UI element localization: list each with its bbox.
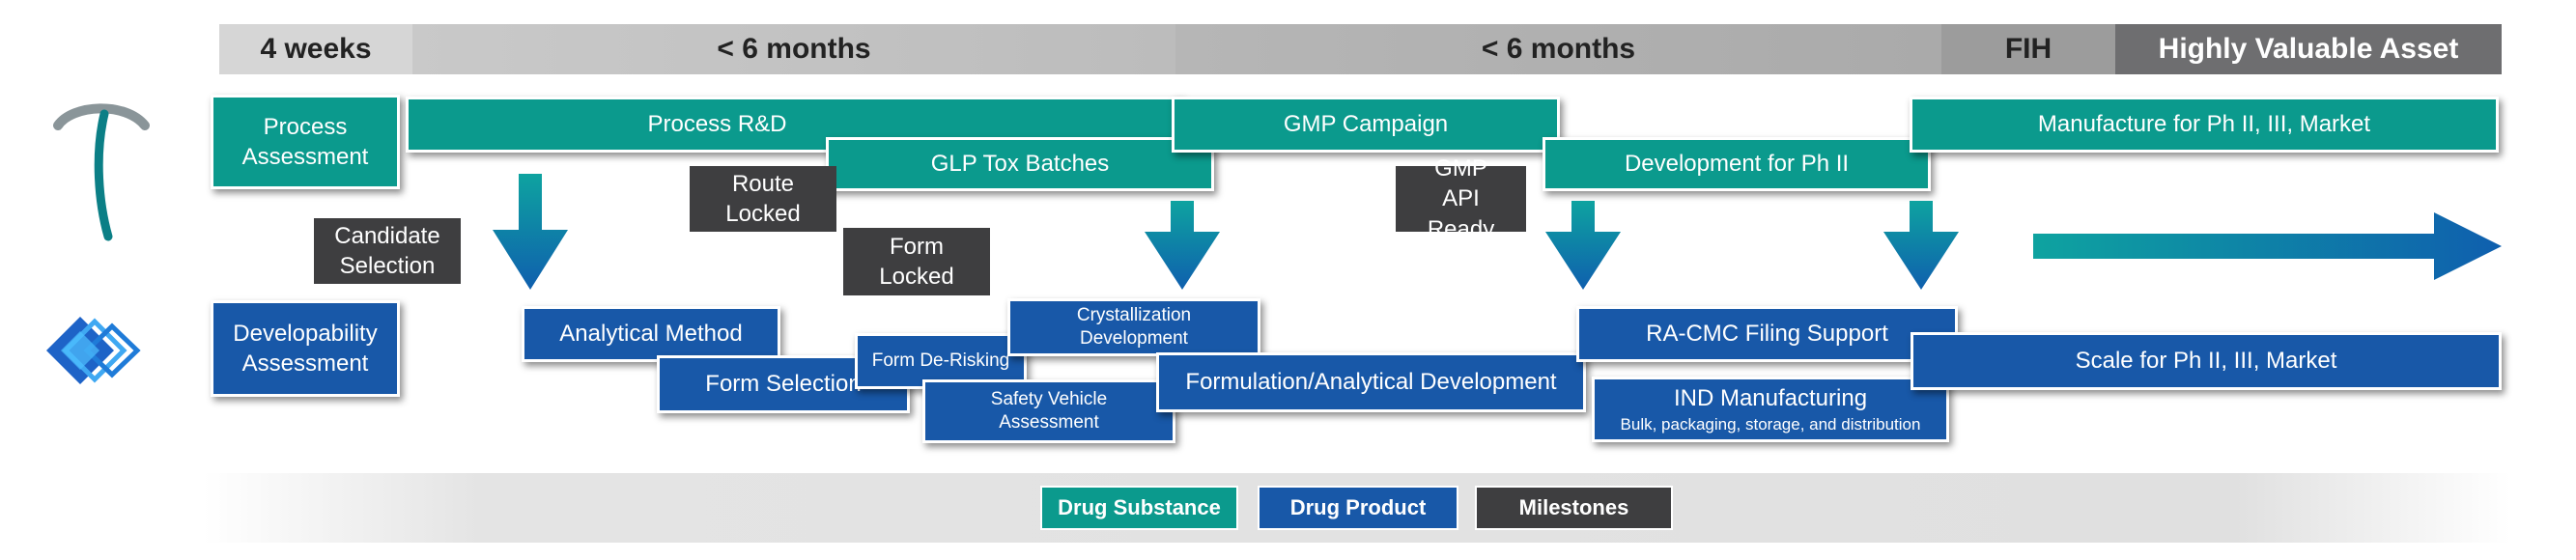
- legend-milestones: Milestones: [1475, 486, 1673, 530]
- process-rd-label: Process R&D: [647, 111, 787, 138]
- gmp-campaign-bar: GMP Campaign: [1172, 97, 1560, 153]
- drug-product-logo: [46, 317, 141, 384]
- ind-manufacturing-sublabel: Bulk, packaging, storage, and distributi…: [1620, 414, 1921, 434]
- gmp-campaign-label: GMP Campaign: [1283, 111, 1449, 138]
- phase-4-weeks: 4 weeks: [219, 24, 412, 74]
- ind-manufacturing-label: IND Manufacturing: [1673, 385, 1868, 412]
- process-assessment-box: Process Assessment: [211, 95, 400, 189]
- crystallization-label: Crystallization Development: [1076, 305, 1192, 349]
- crystallization-box: Crystallization Development: [1007, 298, 1260, 356]
- ra-cmc-filing-box: RA-CMC Filing Support: [1576, 306, 1958, 362]
- safety-vehicle-box: Safety Vehicle Assessment: [922, 379, 1175, 443]
- glp-tox-batches-bar: GLP Tox Batches: [826, 137, 1214, 191]
- phase-fih: FIH: [1941, 24, 2115, 74]
- glp-tox-label: GLP Tox Batches: [930, 151, 1110, 178]
- ra-cmc-label: RA-CMC Filing Support: [1646, 321, 1888, 348]
- gmp-api-ready-label: GMP API Ready: [1427, 155, 1495, 242]
- analytical-method-box: Analytical Method: [522, 306, 780, 362]
- drug-substance-logo: [53, 103, 150, 241]
- candidate-selection-milestone: Candidate Selection: [314, 218, 461, 284]
- form-locked-milestone: Form Locked: [843, 228, 990, 295]
- down-arrow-4: [1883, 201, 1959, 290]
- developability-assessment-box: Developability Assessment: [211, 300, 400, 397]
- gmp-api-ready-milestone: GMP API Ready: [1396, 155, 1526, 242]
- developability-label: Developability Assessment: [233, 320, 378, 377]
- form-selection-label: Form Selection: [705, 371, 862, 398]
- legend-drug-product: Drug Product: [1258, 486, 1458, 530]
- down-arrow-2: [1145, 201, 1220, 290]
- form-derisking-label: Form De-Risking: [871, 350, 1010, 372]
- manufacture-bar: Manufacture for Ph II, III, Market: [1910, 97, 2499, 153]
- candidate-selection-label: Candidate Selection: [334, 222, 440, 279]
- scale-label: Scale for Ph II, III, Market: [2075, 348, 2337, 375]
- development-ph2-bar: Development for Ph II: [1543, 137, 1931, 191]
- route-locked-label: Route Locked: [725, 170, 801, 227]
- manufacture-label: Manufacture for Ph II, III, Market: [2037, 111, 2371, 138]
- form-locked-label: Form Locked: [879, 233, 954, 290]
- ind-manufacturing-box: IND Manufacturing Bulk, packaging, stora…: [1592, 377, 1949, 442]
- phase-highly-valuable-asset: Highly Valuable Asset: [2115, 24, 2502, 74]
- phase-6-months-1: < 6 months: [412, 24, 1175, 74]
- process-assessment-label: Process Assessment: [241, 113, 369, 170]
- scale-bar: Scale for Ph II, III, Market: [1911, 332, 2502, 390]
- down-arrow-3: [1545, 201, 1621, 290]
- right-arrow: [2033, 212, 2502, 280]
- phase-6-months-2: < 6 months: [1175, 24, 1941, 74]
- analytical-method-label: Analytical Method: [559, 321, 743, 348]
- legend-drug-substance: Drug Substance: [1040, 486, 1238, 530]
- development-ph2-label: Development for Ph II: [1624, 151, 1850, 178]
- safety-vehicle-label: Safety Vehicle Assessment: [990, 389, 1108, 433]
- formulation-analytical-box: Formulation/Analytical Development: [1156, 352, 1586, 412]
- formulation-label: Formulation/Analytical Development: [1185, 369, 1557, 396]
- down-arrow-1: [493, 174, 568, 290]
- route-locked-milestone: Route Locked: [690, 166, 836, 232]
